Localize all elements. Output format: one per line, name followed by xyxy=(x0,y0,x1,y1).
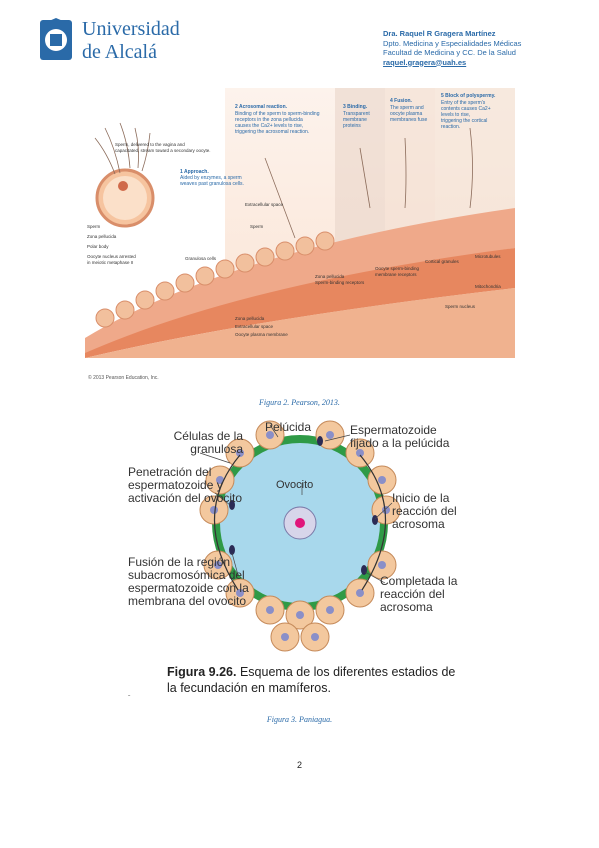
figure2-caption-number: Figura 9.26. xyxy=(167,665,237,679)
svg-text:Sperm-binding receptors: Sperm-binding receptors xyxy=(315,280,365,285)
svg-text:causes the Ca2+ levels to rise: causes the Ca2+ levels to rise, xyxy=(235,123,303,129)
svg-text:membranes fuse: membranes fuse xyxy=(390,117,427,123)
svg-text:Zona pellucida: Zona pellucida xyxy=(315,274,345,279)
page-header: Universidad de Alcalá Dra. Raquel R Grag… xyxy=(0,0,599,75)
svg-text:capacitated, stream toward a s: capacitated, stream toward a secondary o… xyxy=(115,148,211,153)
figure1-copyright: © 2013 Pearson Education, Inc. xyxy=(88,375,159,381)
svg-text:weaves past granulosa cells.: weaves past granulosa cells. xyxy=(180,181,244,187)
svg-text:Aided by enzymes, a sperm: Aided by enzymes, a sperm xyxy=(180,175,242,181)
svg-text:Extracellular space: Extracellular space xyxy=(235,324,274,329)
svg-text:Transparent: Transparent xyxy=(343,111,370,117)
svg-text:Oocyte plasma membrane: Oocyte plasma membrane xyxy=(235,332,288,337)
svg-text:Sperm nucleus: Sperm nucleus xyxy=(445,304,476,309)
svg-text:Binding of the sperm to sperm-: Binding of the sperm to sperm-binding xyxy=(235,111,320,117)
fig2-label-penetracion: Penetración del espermatozoide y activac… xyxy=(128,465,243,505)
author-block: Dra. Raquel R Gragera Martínez Dpto. Med… xyxy=(383,29,521,67)
author-name: Dra. Raquel R Gragera Martínez xyxy=(383,29,496,38)
page-number: 2 xyxy=(296,760,302,770)
fig2-label-completada: Completada la reacción del acrosoma xyxy=(380,574,458,614)
university-name: Universidad de Alcalá xyxy=(82,18,180,64)
svg-text:triggering the acrosomal react: triggering the acrosomal reaction. xyxy=(235,129,309,135)
author-department: Dpto. Medicina y Especialidades Médicas xyxy=(383,38,522,48)
university-line-2: de Alcalá xyxy=(82,41,157,63)
svg-text:triggering the cortical: triggering the cortical xyxy=(441,118,487,124)
svg-text:Oocyte nucleus arrested: Oocyte nucleus arrested xyxy=(87,254,136,259)
svg-text:membrane receptors: membrane receptors xyxy=(375,272,417,277)
svg-text:in meiotic metaphase II: in meiotic metaphase II xyxy=(87,260,133,265)
svg-text:contents causes Ca2+: contents causes Ca2+ xyxy=(441,106,491,112)
fig2-label-fusion: Fusión de la región subacromosómica del … xyxy=(128,555,249,608)
author-email-link[interactable]: raquel.gragera@uah.es xyxy=(383,57,467,67)
svg-text:Cortical granules: Cortical granules xyxy=(425,259,460,264)
svg-text:Zona pellucida: Zona pellucida xyxy=(87,234,117,239)
svg-text:Extracellular space: Extracellular space xyxy=(245,202,284,207)
svg-text:receptors in the zona pellucid: receptors in the zona pellucida xyxy=(235,117,303,123)
svg-text:2 Acrosomal reaction.: 2 Acrosomal reaction. xyxy=(235,104,288,110)
fig2-label-espermatozoide: Espermatozoide fijado a la pelúcida xyxy=(350,423,450,450)
svg-text:3 Binding.: 3 Binding. xyxy=(343,104,368,110)
author-faculty: Facultad de Medicina y CC. De la Salud xyxy=(383,48,516,57)
figure-fertilization-stages xyxy=(199,420,401,652)
svg-text:Polar body: Polar body xyxy=(87,244,109,249)
svg-text:1 Approach.: 1 Approach. xyxy=(180,169,209,175)
university-logo-icon xyxy=(40,18,72,60)
svg-text:oocyte plasma: oocyte plasma xyxy=(390,111,422,117)
figure-fertilization-pearson: 2 Acrosomal reaction. Binding of the spe… xyxy=(85,88,515,358)
svg-text:Granulosa cells: Granulosa cells xyxy=(185,256,217,261)
svg-text:The sperm and: The sperm and xyxy=(390,105,424,111)
svg-text:Mitochondria: Mitochondria xyxy=(475,284,501,289)
figure1-caption: Figura 2. Pearson, 2013. xyxy=(259,398,340,407)
svg-text:Sperm: Sperm xyxy=(250,224,264,229)
svg-text:membrane: membrane xyxy=(343,117,367,123)
svg-text:Sperm: Sperm xyxy=(87,224,101,229)
figure2-caption: Figura 3. Paniagua. xyxy=(266,715,333,724)
svg-text:Zona pellucida: Zona pellucida xyxy=(235,316,265,321)
svg-text:4 Fusion.: 4 Fusion. xyxy=(390,98,413,104)
svg-text:proteins: proteins xyxy=(343,123,361,129)
university-line-1: Universidad xyxy=(82,18,180,40)
figure2-caption-text: Esquema de los diferentes estadios de la… xyxy=(167,665,456,695)
svg-text:levels to rise,: levels to rise, xyxy=(441,112,470,118)
svg-text:Entry of the sperm's: Entry of the sperm's xyxy=(441,100,486,106)
svg-text:5 Block of polyspermy.: 5 Block of polyspermy. xyxy=(441,93,496,99)
stray-mark: ˇ xyxy=(128,694,131,702)
svg-text:Oocyte sperm-binding: Oocyte sperm-binding xyxy=(375,266,420,271)
fig2-label-pelucida: Pelúcida xyxy=(265,420,312,434)
svg-text:reaction.: reaction. xyxy=(441,124,460,130)
fig2-label-inicio: Inicio de la reacción del acrosoma xyxy=(392,491,457,531)
fig2-label-granulosa: Células de la granulosa xyxy=(173,429,243,456)
fig2-label-ovocito: Ovocito xyxy=(276,479,314,491)
svg-text:Sperm, delivered to the vagina: Sperm, delivered to the vagina and xyxy=(115,142,185,147)
figure2-caption-block: Figura 9.26. Esquema de los diferentes e… xyxy=(167,664,467,696)
svg-text:Microtubules: Microtubules xyxy=(475,254,501,259)
